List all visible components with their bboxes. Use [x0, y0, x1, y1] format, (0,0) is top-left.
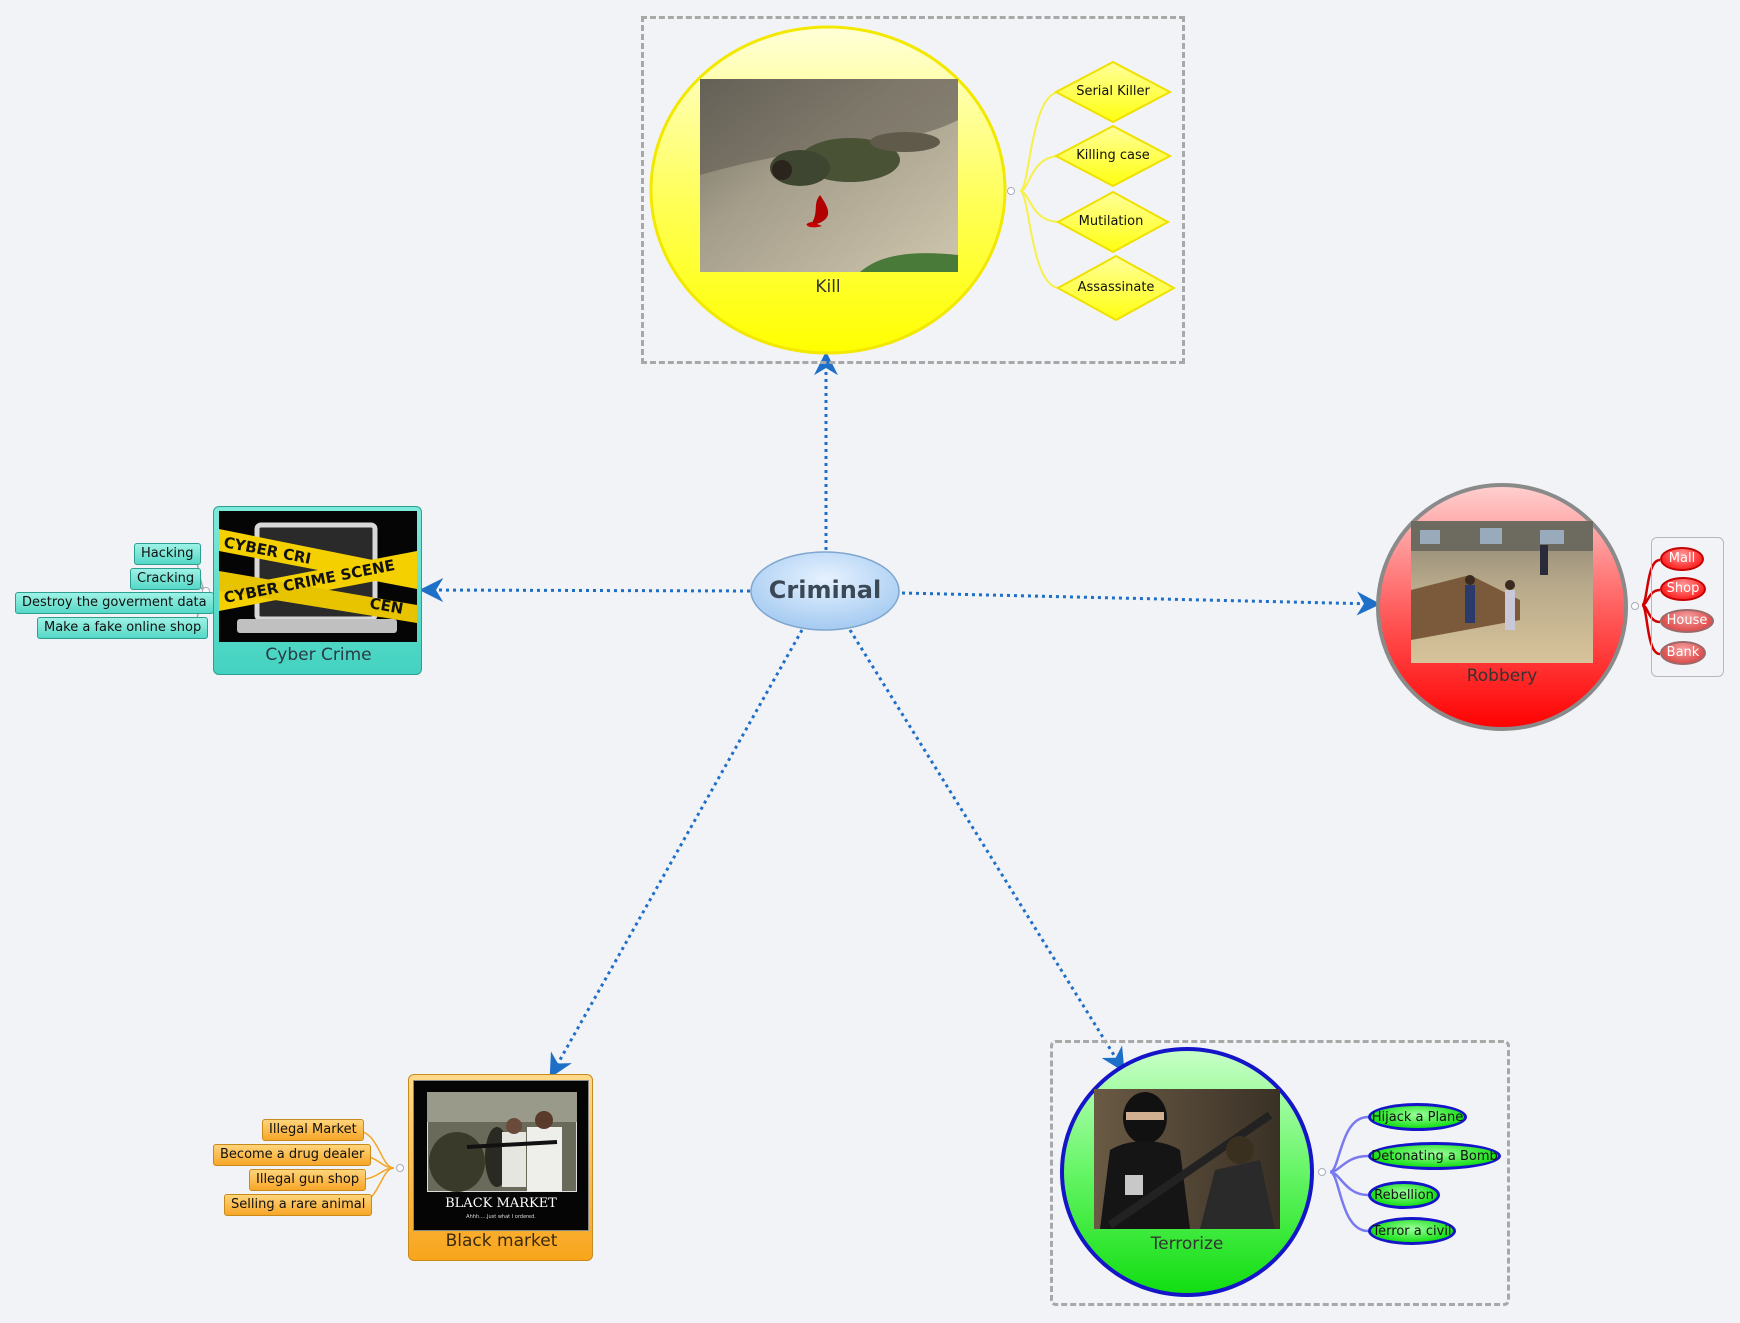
terrorize-label[interactable]: Terrorize: [1150, 1234, 1224, 1254]
robbery-subtopic-connectors: [1640, 558, 1661, 656]
connector-black-market: [549, 629, 804, 1079]
terrorize-subtopic-connectors: [1329, 1115, 1369, 1233]
cyber-crime-label: Cyber Crime: [265, 645, 372, 665]
black-market-photo-caption: BLACK MARKET: [445, 1196, 557, 1211]
cyber-crime-subtopic[interactable]: Destroy the goverment data: [15, 592, 214, 614]
kill-diamonds: [1053, 60, 1177, 322]
kill-topic[interactable]: [649, 25, 1007, 355]
robbery-label[interactable]: Robbery: [1466, 666, 1538, 686]
terrorize-topic[interactable]: [1060, 1047, 1314, 1297]
black-market-photo-subcaption: Ahhh.....Just what I ordered.: [466, 1214, 536, 1220]
black-market-collapse-toggle[interactable]: [396, 1164, 404, 1172]
cyber-crime-subtopic[interactable]: Hacking: [134, 543, 201, 565]
terrorize-collapse-toggle[interactable]: [1318, 1168, 1326, 1176]
black-market-subtopic[interactable]: Become a drug dealer: [213, 1144, 372, 1166]
connector-cyber-crime: [419, 578, 751, 603]
robbery-subtopic[interactable]: Mall: [1660, 547, 1704, 571]
central-topic[interactable]: [750, 551, 900, 631]
terrorize-subtopic[interactable]: Detonating a Bomb: [1368, 1142, 1501, 1170]
robbery-subtopic[interactable]: House: [1660, 609, 1714, 633]
black-market-photo-scene: [427, 1092, 577, 1192]
cyber-crime-topic[interactable]: CYBER CRI CYBER CRIME SCENE CEN Cyber Cr…: [213, 506, 422, 675]
robbery-subtopic[interactable]: Shop: [1660, 577, 1706, 601]
kill-photo: [700, 79, 958, 272]
cyber-crime-subtopic[interactable]: Cracking: [130, 568, 202, 590]
terrorize-subtopic[interactable]: Rebellion: [1368, 1181, 1440, 1209]
cyber-crime-photo: CYBER CRI CYBER CRIME SCENE CEN: [219, 511, 417, 642]
robbery-collapse-toggle[interactable]: [1631, 602, 1639, 610]
black-market-photo: BLACK MARKET Ahhh.....Just what I ordere…: [413, 1080, 589, 1231]
kill-collapse-toggle[interactable]: [1007, 187, 1015, 195]
terrorize-subtopic[interactable]: Terror a civil: [1368, 1217, 1456, 1245]
terrorize-boundary: [1050, 1040, 1510, 1306]
kill-subtopic[interactable]: Serial Killer: [1076, 84, 1150, 99]
connectors: [419, 351, 1381, 1079]
connector-terrorize: [848, 629, 1125, 1073]
black-market-label: Black market: [445, 1231, 558, 1251]
cyber-crime-subtopic[interactable]: Make a fake online shop: [37, 617, 209, 639]
black-market-subtopic[interactable]: Illegal Market: [262, 1119, 364, 1141]
connector-robbery: [901, 591, 1381, 616]
kill-subtopic[interactable]: Killing case: [1076, 148, 1150, 163]
robbery-topic[interactable]: [1376, 483, 1628, 731]
kill-subtopic[interactable]: Assassinate: [1077, 280, 1155, 295]
kill-label[interactable]: Kill: [815, 277, 841, 297]
robbery-subtopic-box: [1651, 537, 1724, 677]
black-market-subtopic[interactable]: Selling a rare animal: [224, 1194, 373, 1216]
kill-boundary: [641, 16, 1185, 364]
kill-subtopic[interactable]: Mutilation: [1078, 214, 1144, 229]
central-topic-label[interactable]: Criminal: [768, 576, 882, 604]
robbery-photo: [1411, 521, 1593, 663]
robbery-subtopic[interactable]: Bank: [1660, 641, 1706, 665]
kill-subtopic-connectors: [1019, 91, 1061, 289]
black-market-subtopic[interactable]: Illegal gun shop: [249, 1169, 367, 1191]
svg-text:CEN: CEN: [368, 594, 404, 618]
terrorize-photo: [1094, 1089, 1280, 1229]
black-market-topic[interactable]: BLACK MARKET Ahhh.....Just what I ordere…: [408, 1074, 593, 1261]
terrorize-subtopic[interactable]: Hijack a Plane: [1368, 1103, 1467, 1131]
